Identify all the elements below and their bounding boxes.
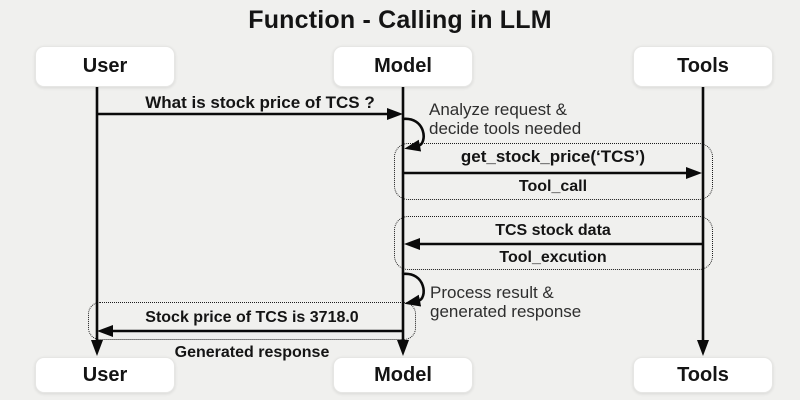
annotation-analyze-line2: decide tools needed bbox=[429, 119, 582, 138]
actor-tools-top: Tools bbox=[633, 46, 773, 87]
tool-call-group-box bbox=[394, 143, 713, 200]
diagram-title: Function - Calling in LLM bbox=[248, 6, 552, 34]
message-tool-call: get_stock_price(‘TCS’) bbox=[460, 147, 646, 166]
actor-tools-bottom: Tools bbox=[633, 357, 773, 393]
label-tool-execution: Tool_excution bbox=[499, 249, 607, 266]
self-loop-analyze bbox=[401, 117, 425, 152]
annotation-process-line1: Process result & bbox=[430, 283, 554, 302]
annotation-analyze: Analyze request & decide tools needed bbox=[429, 100, 581, 138]
message-final-response: Stock price of TCS is 3718.0 bbox=[145, 309, 359, 326]
annotation-analyze-line1: Analyze request & bbox=[429, 100, 567, 119]
self-loop-process bbox=[401, 272, 425, 307]
message-tool-result: TCS stock data bbox=[495, 222, 611, 239]
actor-model-bottom: Model bbox=[333, 357, 473, 393]
annotation-process: Process result & generated response bbox=[430, 283, 581, 321]
annotation-process-line2: generated response bbox=[430, 302, 582, 321]
label-generated-response: Generated response bbox=[174, 344, 330, 361]
actor-model-top: Model bbox=[333, 46, 473, 87]
response-group-box bbox=[88, 302, 416, 340]
actor-user-top: User bbox=[35, 46, 175, 87]
actor-user-bottom: User bbox=[35, 357, 175, 393]
tool-execution-group-box bbox=[394, 216, 713, 270]
message-user-request: What is stock price of TCS ? bbox=[145, 93, 375, 112]
label-tool-call: Tool_call bbox=[518, 178, 588, 195]
